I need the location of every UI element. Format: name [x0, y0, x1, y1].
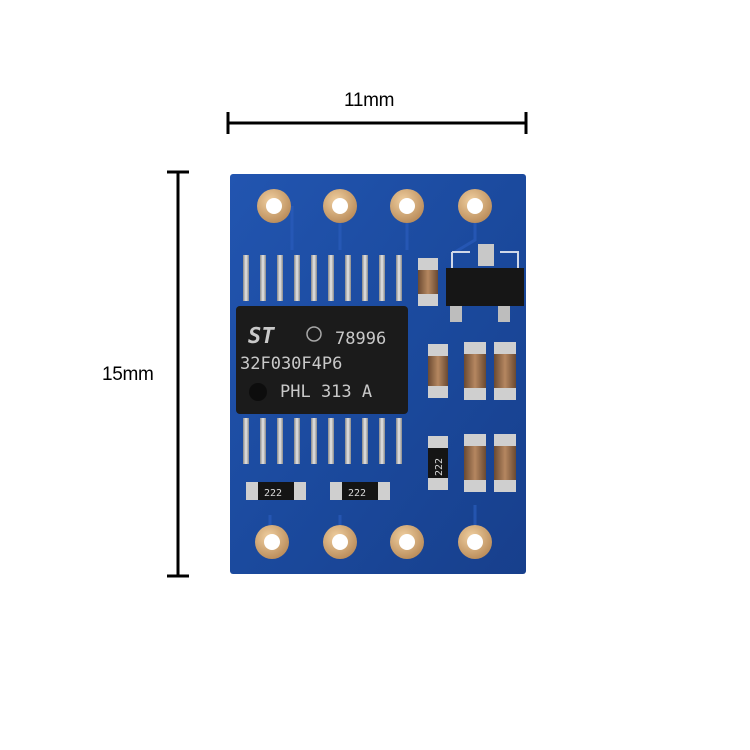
microcontroller-chip — [236, 306, 408, 414]
capacitor-row-lower — [428, 434, 516, 492]
voltage-regulator — [446, 244, 524, 322]
resistor-r2 — [330, 482, 390, 500]
resistor-r1-marking: 222 — [264, 488, 282, 499]
width-dimension-line — [226, 112, 528, 134]
chip-top-pins — [243, 255, 402, 301]
resistor-r1 — [246, 482, 306, 500]
capacitor-row-middle — [428, 342, 516, 400]
chip-bottom-pins — [243, 418, 402, 464]
top-header-pads — [257, 189, 492, 223]
chip-marking-line3: PHL 313 A — [280, 382, 372, 402]
resistor-marking-vertical: 222 — [434, 458, 445, 476]
chip-marking-line1: 78996 — [335, 329, 386, 349]
resistor-r2-marking: 222 — [348, 488, 366, 499]
height-dimension-label: 15mm — [102, 364, 154, 385]
chip-pin1-dot — [249, 383, 267, 401]
st-logo: ST — [248, 324, 275, 349]
chip-marking-line2: 32F030F4P6 — [240, 354, 342, 374]
bottom-header-pads — [255, 525, 492, 559]
width-dimension-label: 11mm — [344, 90, 395, 111]
height-dimension-line — [167, 170, 189, 578]
capacitor-c1 — [418, 258, 438, 306]
